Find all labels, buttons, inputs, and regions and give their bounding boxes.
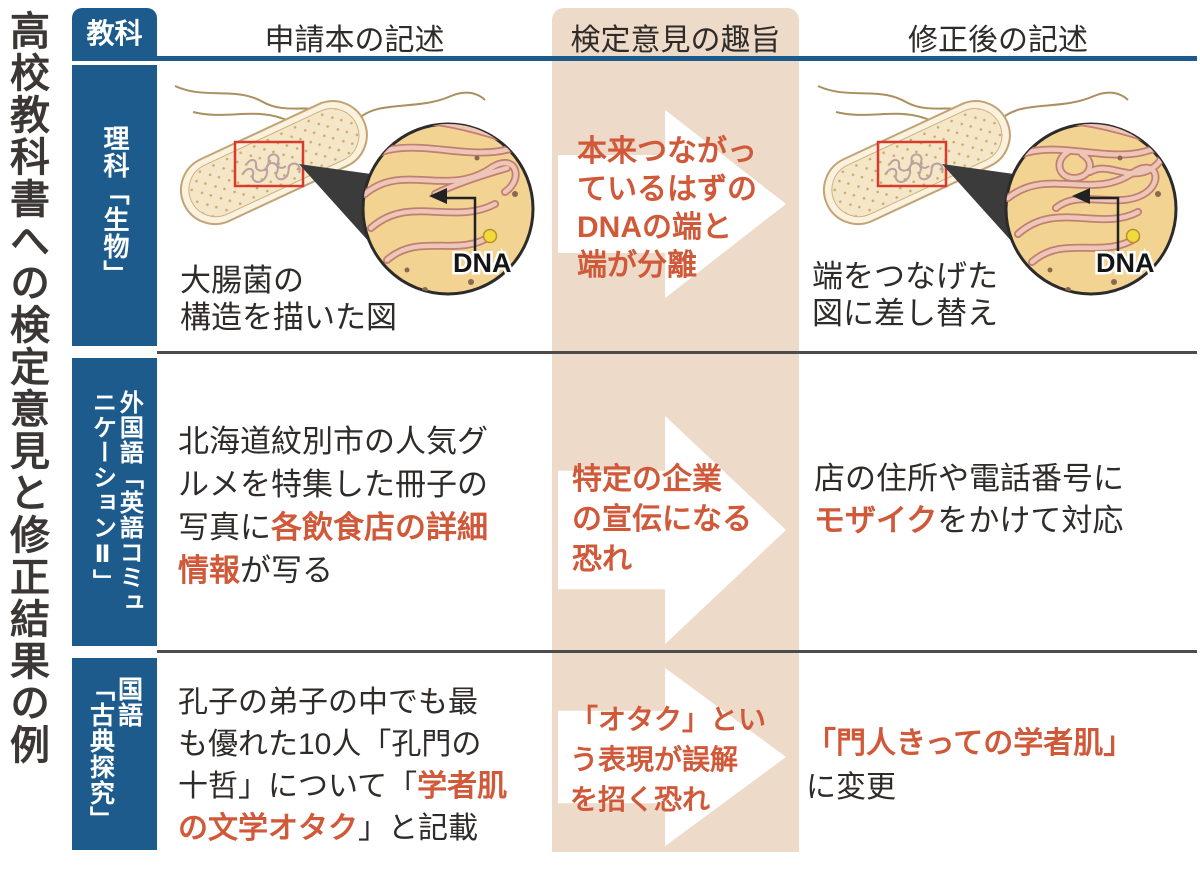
subject-band-english: 外国語「英語コミュニケーションⅡ」 [72,358,157,646]
subject-header-box: 教科 [72,8,157,56]
cytoplasm-dots [1047,155,1161,293]
dna-tangle [885,153,944,183]
subject-label-english: 外国語「英語コミュニケーションⅡ」 [88,389,143,615]
after-caption-biology: 端をつなげた図に差し替え [812,259,998,331]
before-text-english: 北海道紋別市の人気グルメを特集した冊子の写真に各飲食店の詳細情報が写る [178,424,488,588]
subject-band-biology: 理科「生物」 [72,65,157,346]
column-header-opinion: 検定意見の趣旨 [570,24,781,57]
dna-label: DNA [453,248,512,278]
column-header-before: 申請本の記述 [264,24,445,57]
yellow-granule [1125,228,1141,244]
ecoli-illustration-after: DNA [817,85,1178,296]
callout-wedge [942,164,1014,244]
yellow-granule [482,228,498,244]
dna-pointer-arrowhead [1072,188,1090,204]
dna-pointer-line [445,196,477,252]
subject-header-label: 教科 [86,18,143,49]
dna-pointer-arrowhead [429,188,447,204]
row-separator-2 [157,650,1197,653]
before-caption-biology: 大腸菌の構造を描いた図 [180,263,397,335]
subject-label-classics: 国語「古典探究」 [86,676,143,832]
header-rule [72,56,1197,61]
opinion-text-english: 特定の企業の宣伝になる恐れ [572,463,752,576]
dna-pointer-line [1088,196,1120,252]
subject-label-biology: 理科「生物」 [100,124,131,287]
ecoli-illustration-before: DNA [174,85,535,296]
dna-tangle [242,153,301,183]
subject-band-classics: 国語「古典探究」 [72,658,157,850]
after-text-classics: 「門人きっての学者肌」に変更 [806,727,1134,804]
red-highlight-box [876,140,948,188]
row-separator-1 [157,351,1197,354]
page-title: 高校教科書への検定意見と修正結果の例 [4,10,48,766]
before-text-classics: 孔子の弟子の中でも最も優れた10人「孔門の十哲」について「学者肌の文学オタク」と… [178,686,508,845]
cytoplasm-dots [404,155,518,293]
opinion-text-classics: 「オタク」という表現が誤解を招く恐れ [570,704,767,815]
callout-wedge [299,164,371,244]
red-highlight-box [233,140,305,188]
dna-label: DNA [1096,248,1155,278]
after-text-english: 店の住所や電話番号にモザイクをかけて対応 [814,461,1124,538]
column-header-after: 修正後の記述 [908,24,1088,57]
